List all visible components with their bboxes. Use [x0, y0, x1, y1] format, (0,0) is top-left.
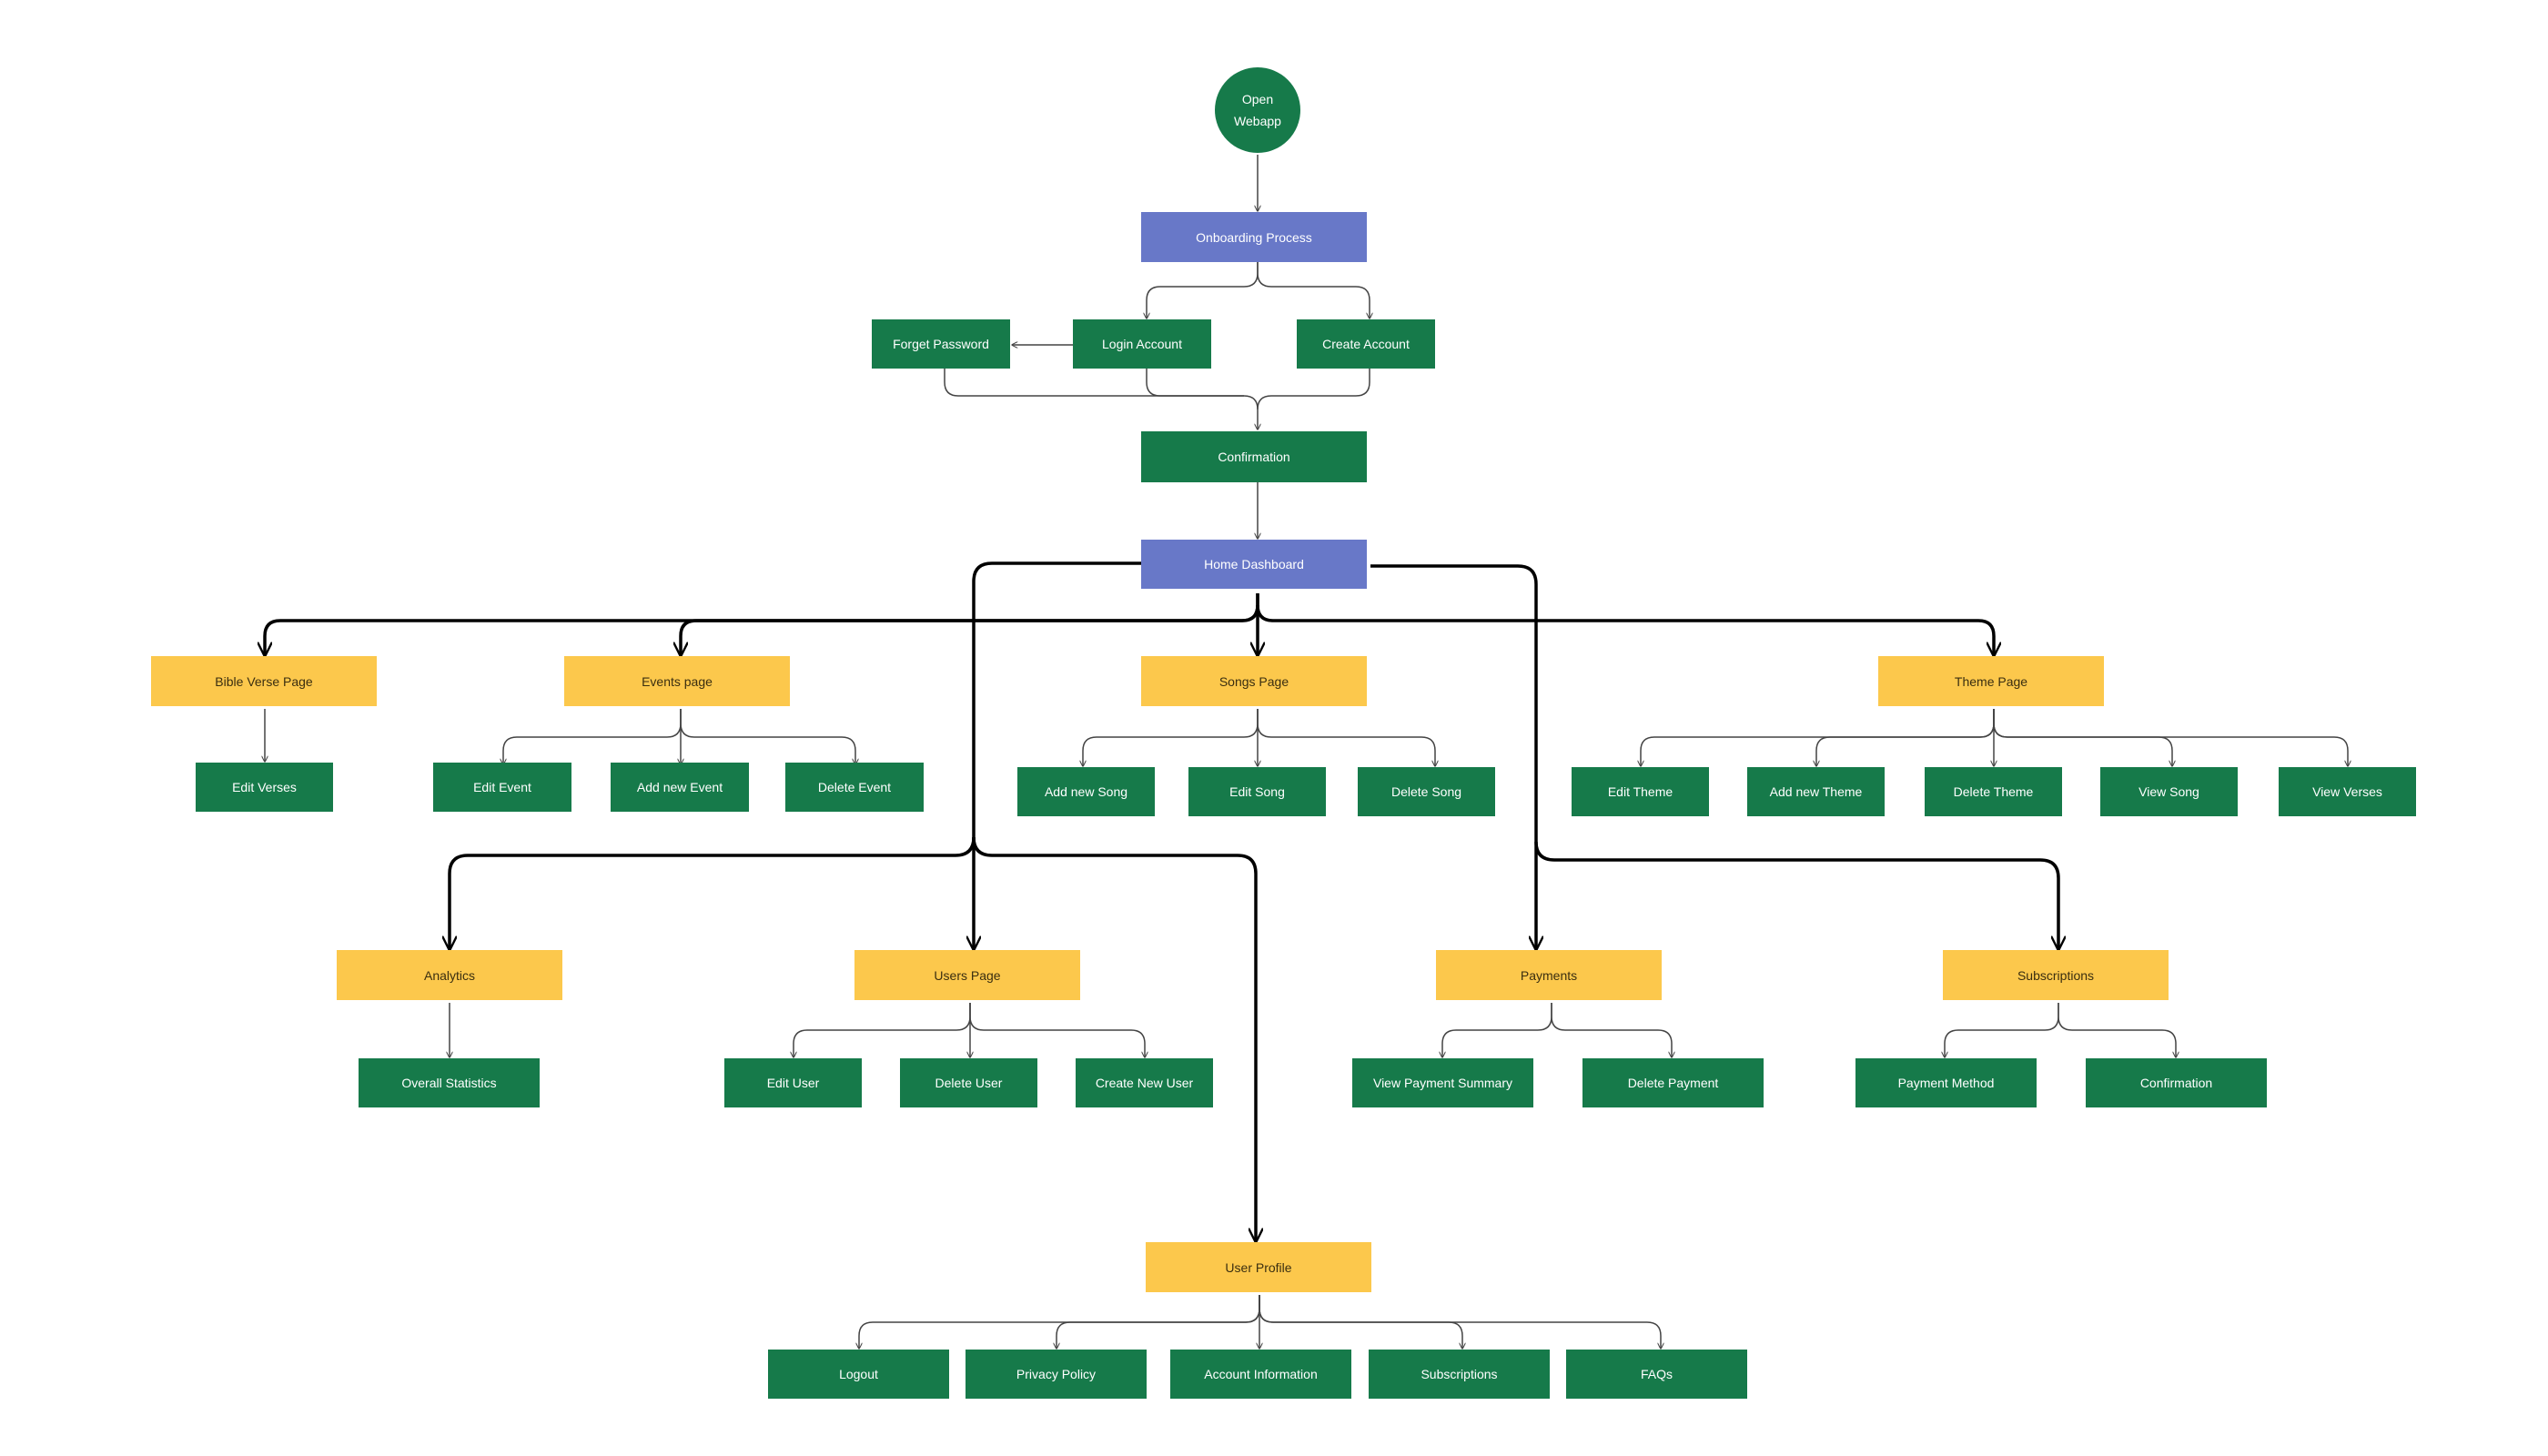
connector-payments-children: [1442, 1003, 1552, 1057]
connector-home-right-trunk: [1370, 564, 1536, 949]
delete-song-node: Delete Song: [1358, 767, 1495, 816]
users-page-node: Users Page: [854, 950, 1080, 1000]
delete-user-node: Delete User: [900, 1058, 1037, 1107]
view-verses-node: View Verses: [2279, 767, 2416, 816]
connector-onboarding-create: [1257, 262, 1370, 318]
delete-theme-node: Delete Theme: [1925, 767, 2062, 816]
edit-verses-node: Edit Verses: [196, 763, 333, 812]
edit-event-node: Edit Event: [433, 763, 571, 812]
delete-payment-node: Delete Payment: [1582, 1058, 1764, 1107]
add-new-event-node: Add new Event: [611, 763, 749, 812]
payments-node: Payments: [1436, 950, 1662, 1000]
songs-page-node: Songs Page: [1141, 656, 1367, 706]
faqs-node: FAQs: [1566, 1350, 1747, 1399]
edit-theme-node: Edit Theme: [1572, 767, 1709, 816]
create-new-user-node: Create New User: [1076, 1058, 1213, 1107]
connector-onboarding-login: [1147, 262, 1259, 318]
view-song-node: View Song: [2100, 767, 2238, 816]
connector-songs-children: [1083, 709, 1259, 766]
analytics-node: Analytics: [337, 950, 562, 1000]
connector-login-confirm: [1146, 369, 1244, 397]
delete-event-node: Delete Event: [785, 763, 924, 812]
profile-subscriptions-node: Subscriptions: [1369, 1350, 1550, 1399]
open-webapp-node: Open Webapp: [1215, 67, 1300, 153]
add-new-song-node: Add new Song: [1017, 767, 1155, 816]
add-new-theme-node: Add new Theme: [1747, 767, 1885, 816]
connector-home-left-trunk: [450, 561, 1141, 949]
login-account-node: Login Account: [1073, 319, 1211, 369]
logout-node: Logout: [768, 1350, 949, 1399]
overall-statistics-node: Overall Statistics: [359, 1058, 540, 1107]
connector-events-children: [503, 709, 682, 764]
view-payment-summary-node: View Payment Summary: [1352, 1058, 1533, 1107]
connector-forget-confirm: [944, 369, 1258, 430]
connector-create-confirm: [1257, 369, 1370, 410]
edit-user-node: Edit User: [724, 1058, 862, 1107]
edit-song-node: Edit Song: [1188, 767, 1326, 816]
subscriptions-page-node: Subscriptions: [1943, 950, 2169, 1000]
bible-verse-page-node: Bible Verse Page: [151, 656, 377, 706]
events-page-node: Events page: [564, 656, 790, 706]
subscription-confirmation-node: Confirmation: [2086, 1058, 2267, 1107]
payment-method-node: Payment Method: [1855, 1058, 2037, 1107]
user-profile-node: User Profile: [1146, 1242, 1371, 1292]
privacy-policy-node: Privacy Policy: [966, 1350, 1147, 1399]
home-dashboard-node: Home Dashboard: [1141, 540, 1367, 589]
forget-password-node: Forget Password: [872, 319, 1010, 369]
connector-users-children: [794, 1003, 971, 1057]
onboarding-process-node: Onboarding Process: [1141, 212, 1367, 262]
connector-home-pages: [265, 593, 1259, 655]
confirmation-node: Confirmation: [1141, 431, 1367, 482]
connector-subs-children: [1945, 1003, 2059, 1057]
account-information-node: Account Information: [1170, 1350, 1351, 1399]
create-account-node: Create Account: [1297, 319, 1435, 369]
theme-page-node: Theme Page: [1878, 656, 2104, 706]
